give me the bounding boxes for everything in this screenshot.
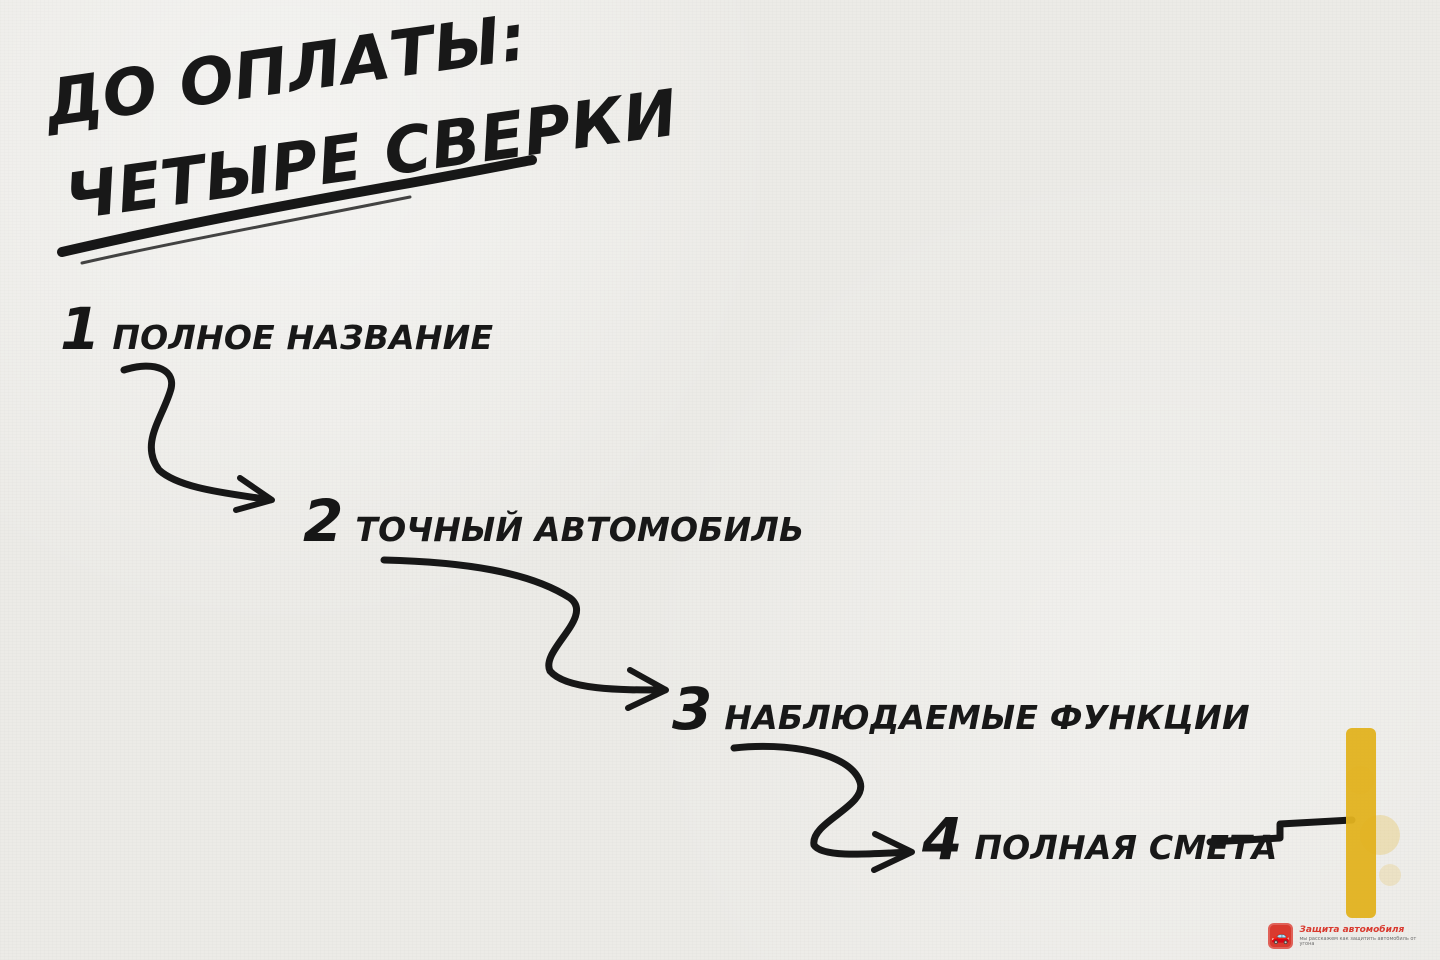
connector-2-3: [380, 556, 669, 694]
step-number: 3: [672, 675, 713, 743]
connector-3-4: [730, 742, 914, 858]
shield-car-icon: 🚗: [1268, 923, 1294, 949]
arrowhead-3-4: [871, 831, 915, 873]
step-number: 4: [922, 805, 963, 873]
arrowhead-2-3: [625, 667, 669, 711]
connector-1-2: [120, 362, 274, 504]
end-connector-stroke: [1206, 816, 1356, 846]
step-2: 2 Точный автомобиль: [303, 492, 804, 550]
step-number: 2: [303, 487, 344, 555]
step-1: 1 Полное название: [60, 300, 493, 358]
step-label: Точный автомобиль: [355, 510, 805, 549]
yellow-marker-stripe: [1346, 728, 1376, 918]
step-label: Наблюдаемые функции: [724, 698, 1250, 737]
title-underline-stroke: [57, 155, 537, 257]
brand-title: Защита автомобиля: [1299, 924, 1405, 935]
brand-text: Защита автомобиля мы расскажем как защит…: [1299, 924, 1430, 947]
yellow-splatter-2: [1346, 766, 1374, 794]
title-underline-stroke-thin: [80, 195, 412, 265]
step-label: Полная смета: [974, 828, 1278, 867]
yellow-splatter-1: [1360, 815, 1400, 855]
arrowhead-1-2: [233, 475, 275, 513]
yellow-splatter-3: [1379, 864, 1401, 886]
brand-logo: 🚗 Защита автомобиля мы расскажем как защ…: [1268, 920, 1430, 952]
step-3: 3 Наблюдаемые функции: [672, 680, 1250, 738]
step-4: 4 Полная смета: [922, 810, 1278, 868]
step-number: 1: [60, 295, 101, 363]
step-label: Полное название: [112, 318, 494, 357]
brand-subtitle: мы расскажем как защитить автомобиль от …: [1299, 935, 1417, 947]
